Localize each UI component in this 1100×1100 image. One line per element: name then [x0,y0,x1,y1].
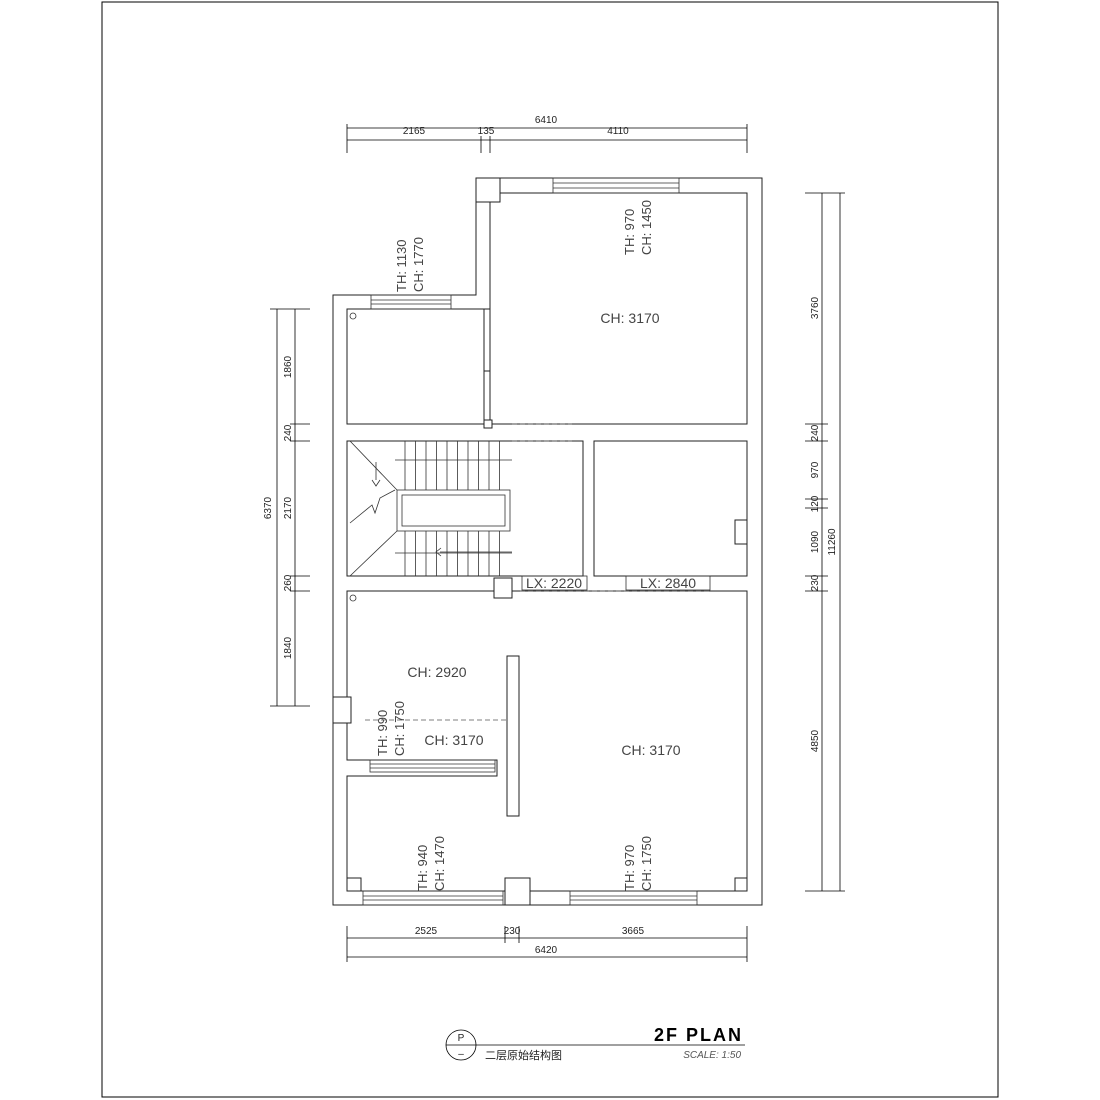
window-upper-left [370,294,452,310]
column-left [332,696,352,724]
wall-stub [483,308,491,372]
column-bottom-left [346,877,362,892]
dim-top-seg-1: 2165 [403,126,426,137]
stair-well [396,489,511,532]
plan-title: 2F PLAN [654,1025,743,1045]
dim-bottom-overall: 6420 [535,945,558,956]
room-upper-right [489,192,748,425]
dim-right-seg-1: 3760 [810,296,821,319]
window-bottom-right [569,890,698,906]
window-label-upper-left-ch: CH: 1770 [411,237,426,292]
window-label-top-right-ch: CH: 1450 [639,200,654,255]
walls [332,177,763,906]
room-upper-left [346,308,485,425]
room-lower [346,590,748,892]
partition-wall [506,655,520,817]
window-label-upper-left-th: TH: 1130 [394,239,409,292]
stair-down-arrow [371,479,381,487]
dim-right-seg-6: 230 [810,574,821,591]
symbol-bottom: – [458,1049,464,1060]
dim-bottom-seg-3: 3665 [622,926,645,937]
window-bottom-left [362,890,504,906]
dim-right-seg-2: 240 [810,424,821,441]
plan-subtitle: 二层原始结构图 [485,1048,562,1062]
dim-left-seg-5: 1840 [283,636,294,659]
dim-left-seg-4: 260 [283,574,294,591]
window-label-inner-th: TH: 990 [375,710,390,756]
dim-top-seg-3: 4110 [607,126,629,137]
wall-notch [475,177,501,203]
stair-hall [346,440,584,577]
dim-left-overall: 6370 [263,496,274,519]
column-stair [493,577,513,599]
stair-up-arrow [435,547,442,557]
title-block: P – 2F PLAN 二层原始结构图 SCALE: 1:50 [445,1025,745,1062]
drawing-frame [101,1,999,1098]
window-label-bottom-left-ch: CH: 1470 [432,836,447,891]
dim-right-seg-7: 4850 [810,729,821,752]
dim-left-seg-3: 2170 [283,496,294,519]
windows [362,177,698,906]
dim-right-seg-3: 970 [810,461,821,478]
drain-icon [349,312,357,320]
beam-label-1: LX: 2220 [526,575,582,591]
ceiling-height-lower-left: CH: 2920 [407,664,466,680]
dimension-lines [270,124,845,962]
window-inner [369,759,496,773]
fixture-box [734,519,748,545]
dim-right-overall: 11260 [827,528,838,556]
dim-left-seg-1: 1860 [283,355,294,378]
dim-top-overall: 6410 [535,115,558,126]
window-label-bottom-right-th: TH: 970 [622,845,637,891]
beam-label-2: LX: 2840 [640,575,696,591]
beam-box-2 [625,575,711,591]
window-label-bottom-left-th: TH: 940 [415,845,430,891]
dim-bottom-seg-2: 230 [504,926,521,937]
window-label-top-right-th: TH: 970 [622,209,637,255]
dim-right-seg-4: 120 [810,495,821,512]
symbol-top: P [458,1033,465,1044]
column-bottom-right [734,877,748,892]
beam-box-1 [521,575,588,591]
ceiling-height-lower-left-small: CH: 3170 [424,732,483,748]
column-bottom-mid [504,877,531,906]
wall-stub-mid [483,419,493,429]
plan-scale: SCALE: 1:50 [683,1050,741,1061]
ceiling-height-lower-right: CH: 3170 [621,742,680,758]
ceiling-height-upper-right: CH: 3170 [600,310,659,326]
window-top [552,177,680,194]
dim-bottom-seg-1: 2525 [415,926,438,937]
staircase [349,440,512,577]
room-mid-right [593,440,748,577]
dim-top-seg-2: 135 [478,126,495,137]
drain-icon [349,594,357,602]
stair-break-line [349,489,396,524]
window-label-bottom-right-ch: CH: 1750 [639,836,654,891]
window-label-inner-ch: CH: 1750 [392,701,407,756]
dim-right-seg-5: 1090 [810,530,821,553]
dim-left-seg-2: 240 [283,424,294,441]
